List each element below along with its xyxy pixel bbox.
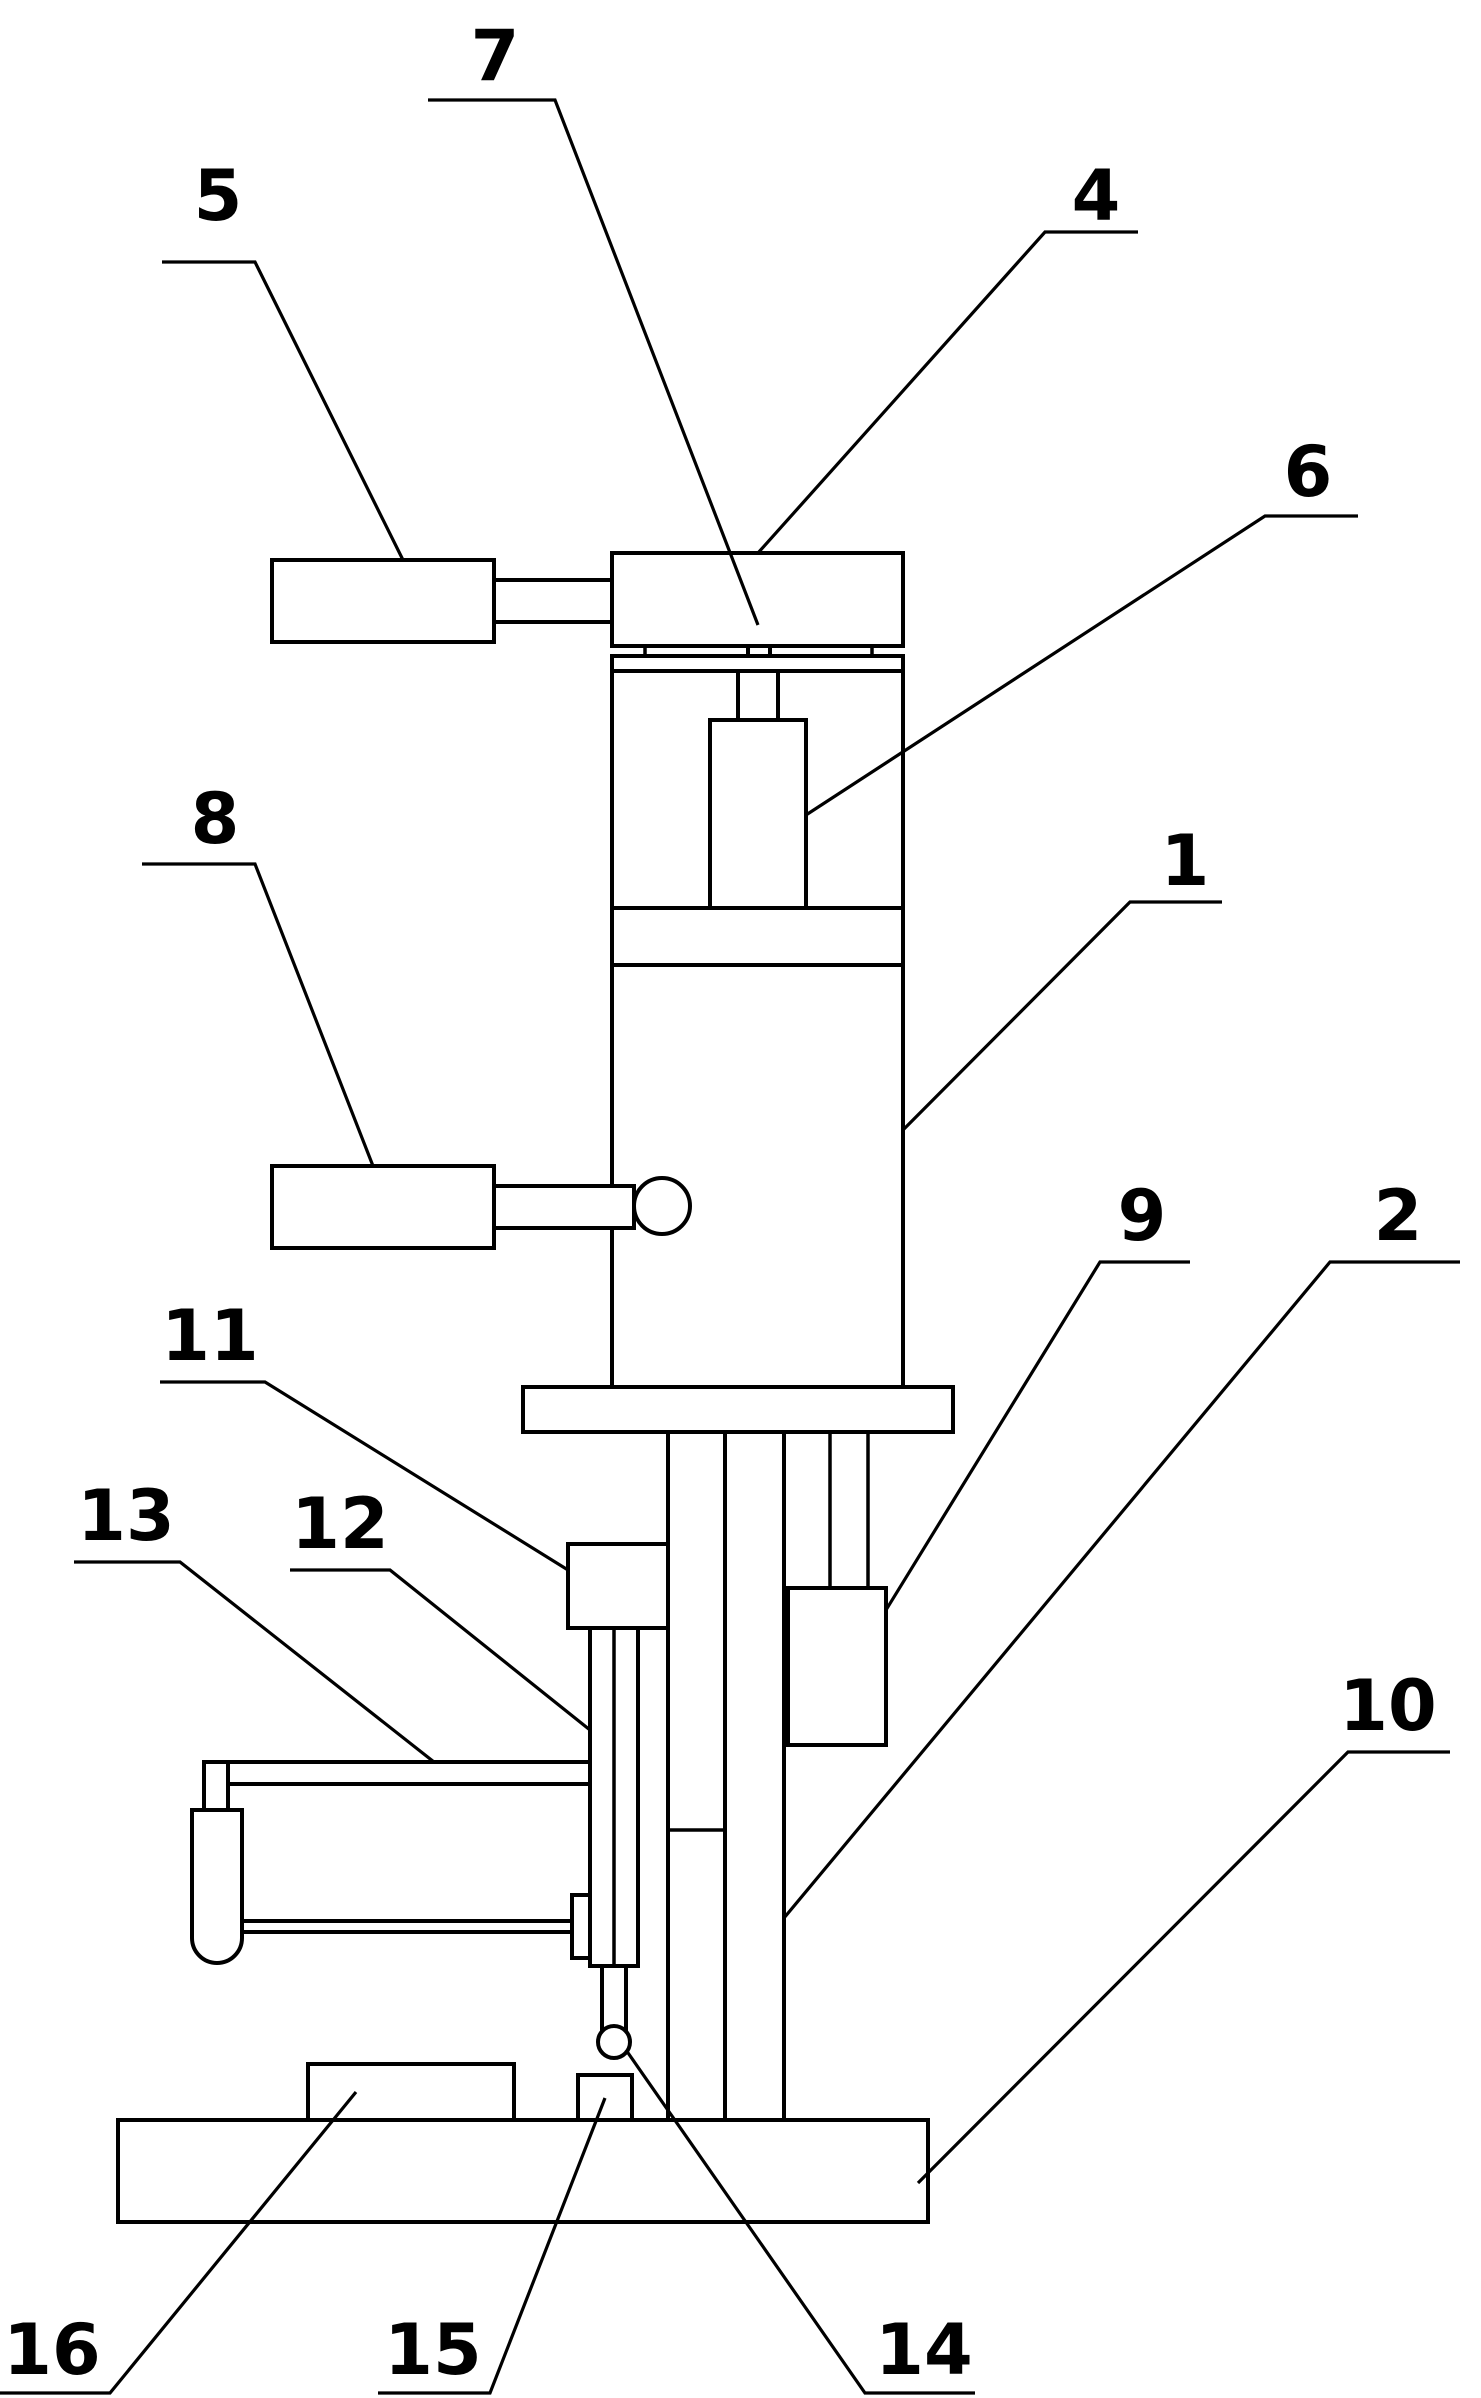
actuator-8-knob <box>632 1176 692 1236</box>
actuator-8 <box>270 1164 496 1250</box>
gripper-13 <box>190 1808 244 1965</box>
label-4: 4 <box>1072 155 1121 237</box>
upper-plate <box>610 654 905 673</box>
leader-8 <box>142 862 375 1167</box>
label-5: 5 <box>194 155 243 237</box>
gripper-stem <box>202 1760 230 1812</box>
leader-1 <box>901 900 1222 1132</box>
label-13: 13 <box>77 1475 174 1557</box>
leader-13 <box>74 1560 435 1764</box>
leader-10 <box>916 1750 1450 2185</box>
leader-lines <box>0 98 1460 2395</box>
probe-14 <box>600 1964 628 2032</box>
label-6: 6 <box>1284 431 1333 513</box>
label-9: 9 <box>1118 1175 1167 1257</box>
label-1: 1 <box>1161 820 1210 902</box>
reference-numerals: 7 5 4 6 1 8 9 2 10 11 12 13 14 15 16 <box>3 15 1436 2391</box>
label-15: 15 <box>384 2309 481 2391</box>
actuator-5 <box>270 558 496 644</box>
leader-5 <box>162 260 405 561</box>
leader-15 <box>378 2097 607 2395</box>
label-8: 8 <box>191 778 240 860</box>
leader-12 <box>290 1568 591 1732</box>
leader-7 <box>428 98 760 626</box>
leader-11 <box>160 1380 569 1572</box>
leader-4 <box>756 230 1138 555</box>
arm-13-lower-clamp <box>570 1893 592 1960</box>
label-11: 11 <box>161 1295 258 1377</box>
small-block <box>576 2073 634 2122</box>
cylinder-9 <box>786 1586 888 1747</box>
probe-14-ball <box>596 2024 632 2060</box>
leader-9 <box>884 1260 1190 1611</box>
leader-16 <box>0 2090 358 2395</box>
top-head-4 <box>610 551 905 648</box>
inner-cylinder-6 <box>708 718 808 910</box>
arm-13-lower <box>236 1919 574 1934</box>
base-plate <box>116 2118 930 2224</box>
label-7: 7 <box>471 15 520 97</box>
actuator-8-rod <box>492 1184 636 1230</box>
column-inner <box>723 1430 786 2122</box>
body-divider-band <box>610 906 905 967</box>
label-2: 2 <box>1374 1175 1423 1257</box>
actuator-5-rod <box>492 578 614 624</box>
label-16: 16 <box>3 2309 100 2391</box>
label-12: 12 <box>291 1483 388 1565</box>
leader-14 <box>624 2049 975 2395</box>
label-10: 10 <box>1339 1665 1436 1747</box>
leader-2 <box>782 1260 1460 1920</box>
slider-11 <box>566 1542 670 1630</box>
label-14: 14 <box>875 2309 972 2391</box>
leader-6 <box>805 514 1358 817</box>
arm-13-upper <box>216 1760 592 1786</box>
mount-plate <box>521 1385 955 1434</box>
